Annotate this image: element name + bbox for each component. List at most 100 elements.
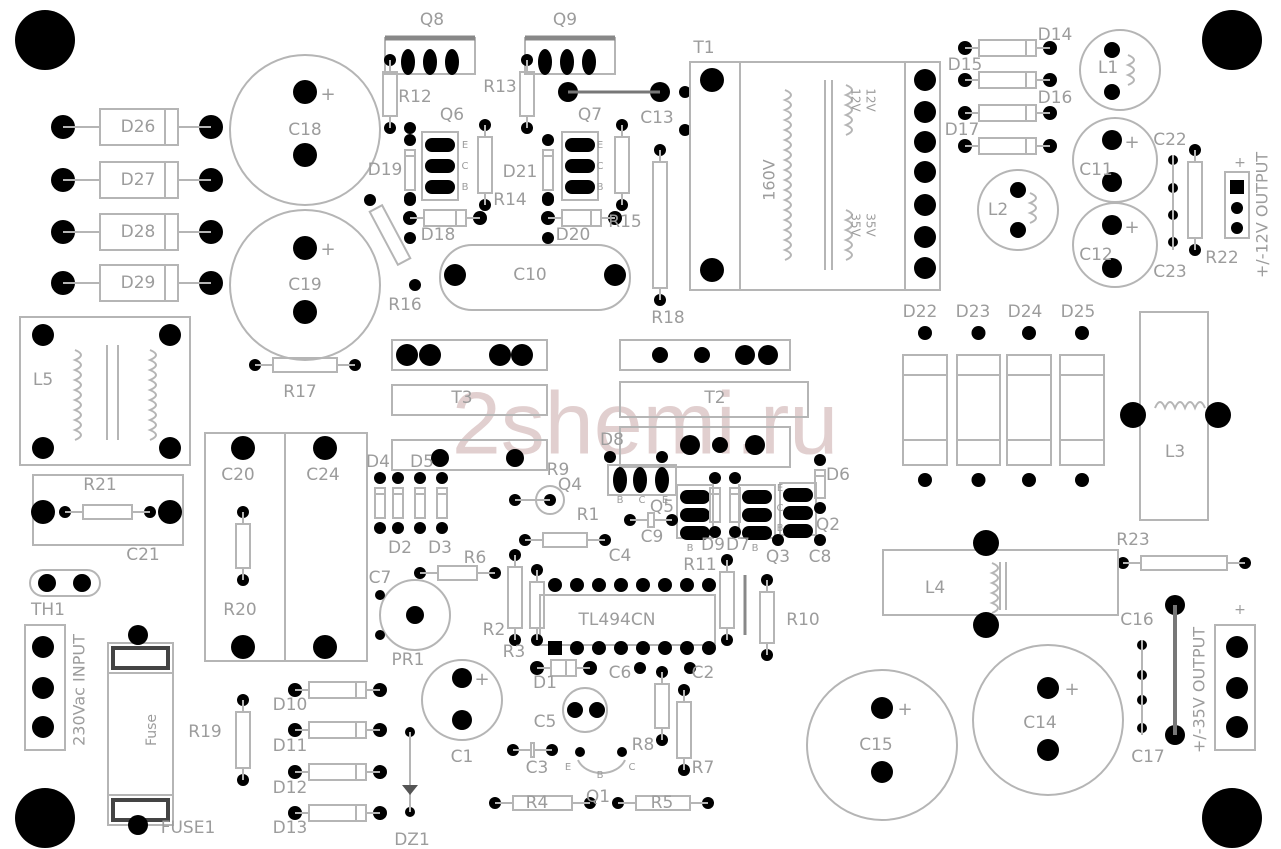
pad [636, 578, 650, 592]
pad [617, 747, 627, 757]
oval-pad [613, 467, 627, 493]
coil-winding [989, 562, 999, 614]
component-outline [382, 71, 398, 117]
label-c8: C8 [809, 547, 832, 567]
label-d25: D25 [1061, 302, 1096, 322]
label-d26: D26 [121, 117, 156, 137]
label-d28: D28 [121, 222, 156, 242]
pad [1231, 222, 1243, 234]
pin-letter: B [687, 543, 694, 554]
component-outline [1006, 354, 1052, 466]
label-d20: D20 [556, 225, 591, 245]
label-q1: Q1 [586, 787, 610, 807]
component-outline [977, 169, 1059, 251]
pad [32, 716, 54, 738]
label-d7: D7 [726, 535, 750, 555]
pad-square [1230, 180, 1244, 194]
pad [1037, 677, 1059, 699]
pad [1010, 182, 1026, 198]
pad [392, 472, 404, 484]
label-d9: D9 [701, 535, 725, 555]
transistor-outline [577, 759, 626, 775]
output-12v-label: +/-12V OUTPUT [1253, 152, 1272, 278]
pad [38, 574, 56, 592]
label-r2: R2 [483, 620, 506, 640]
component-outline [1187, 161, 1203, 239]
pin1-square [548, 641, 562, 655]
label-c23: C23 [1153, 262, 1187, 282]
pad [73, 574, 91, 592]
label-c9: C9 [641, 527, 664, 547]
pin-letter: B [752, 543, 759, 554]
label-t1: T1 [692, 38, 714, 58]
component-outline [374, 487, 386, 519]
label-d5: D5 [410, 452, 434, 472]
pad [914, 131, 936, 153]
component-outline [308, 721, 367, 739]
pad [392, 522, 404, 534]
pad [313, 436, 337, 460]
input-label: 230Vac INPUT [70, 634, 89, 746]
component-outline [978, 39, 1037, 57]
pad [313, 635, 337, 659]
pad [694, 347, 710, 363]
component-outline [530, 742, 535, 758]
label-q6: Q6 [440, 105, 464, 125]
component-outline [972, 644, 1124, 796]
component-outline [99, 161, 179, 199]
pad [570, 578, 584, 592]
component-outline [882, 549, 1119, 616]
pad [636, 641, 650, 655]
pad [406, 606, 424, 624]
oval-pad [742, 508, 772, 522]
component-outline [391, 339, 548, 371]
pin-letter: C [639, 495, 646, 506]
pad [700, 258, 724, 282]
component-outline [1139, 311, 1209, 521]
component-outline [82, 504, 133, 520]
zener-symbol [402, 785, 418, 795]
coil-winding [1027, 192, 1037, 224]
coil-winding [782, 89, 792, 261]
coil-winding [1125, 54, 1135, 86]
label-r15: R15 [608, 212, 641, 232]
pad [414, 472, 426, 484]
label-d13: D13 [273, 818, 308, 838]
label-c14: C14 [1023, 713, 1057, 733]
label-d17: D17 [945, 120, 980, 140]
oval-pad [680, 526, 710, 540]
label-r8: R8 [632, 735, 655, 755]
plus-mark: + [320, 84, 335, 105]
pad [1075, 473, 1089, 487]
winding-label-35v-b: 35V [864, 213, 878, 237]
component-outline [562, 687, 608, 733]
label-d11: D11 [273, 736, 308, 756]
label-c17: C17 [1131, 747, 1165, 767]
pad [589, 702, 605, 718]
pad [614, 578, 628, 592]
component-outline [519, 71, 535, 117]
pad [1102, 215, 1122, 235]
component-outline [759, 591, 775, 644]
component-outline [619, 339, 791, 371]
pin-letter: C [597, 161, 604, 172]
component-outline [414, 487, 426, 519]
pad [511, 344, 533, 366]
label-r13: R13 [483, 77, 516, 97]
pad [658, 578, 672, 592]
component-outline [956, 354, 1001, 466]
component-outline [421, 131, 459, 201]
label-q9: Q9 [553, 10, 577, 30]
label-l5: L5 [33, 370, 53, 390]
label-l4: L4 [925, 578, 945, 598]
plus-mark: + [1064, 679, 1079, 700]
oval-pad [401, 49, 415, 75]
pad [680, 435, 700, 455]
pad [431, 449, 449, 467]
label-c19: C19 [288, 275, 322, 295]
label-q7: Q7 [578, 105, 602, 125]
pin-letter: C [462, 161, 469, 172]
component-outline [229, 209, 381, 361]
oval-pad [680, 508, 710, 522]
pad [1102, 172, 1122, 192]
